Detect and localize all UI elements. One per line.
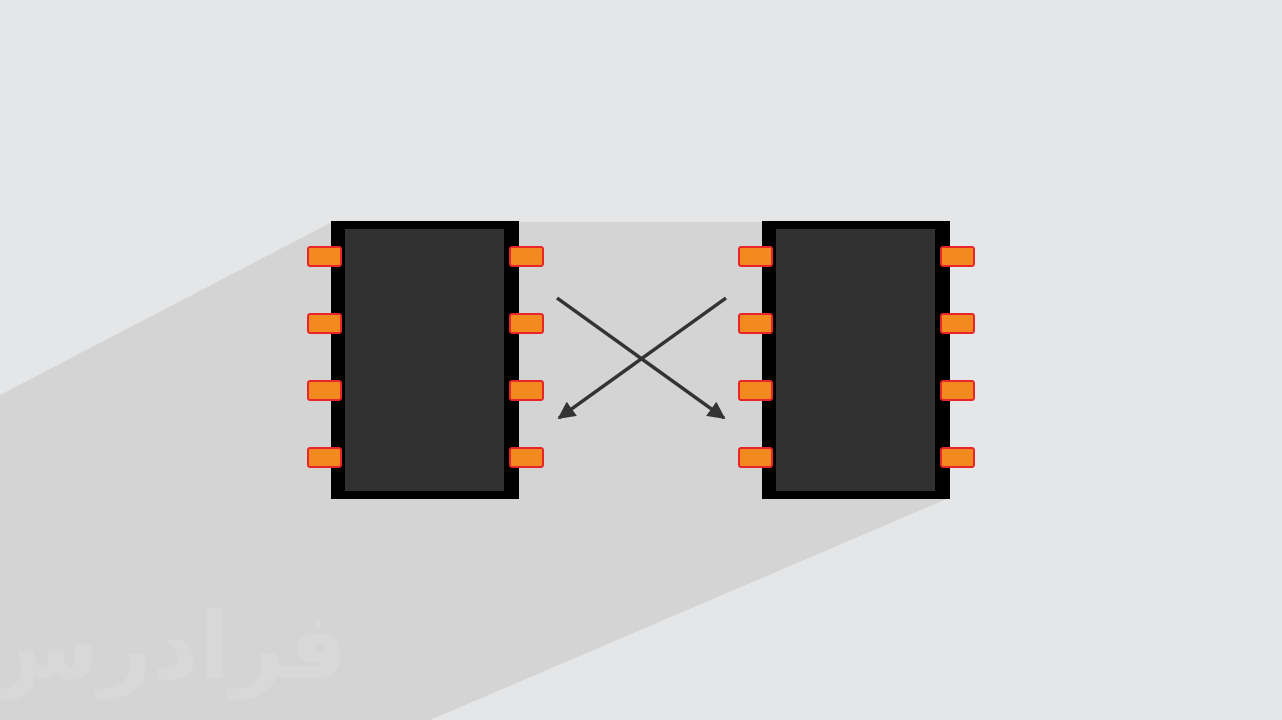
chip-right-pin-right-3 xyxy=(940,380,975,401)
chip-right-pin-right-1 xyxy=(940,246,975,267)
chip-right-pin-left-2 xyxy=(738,313,773,334)
chip-right-pin-right-2 xyxy=(940,313,975,334)
chip-right-pins xyxy=(738,246,975,468)
chip-left-pin-left-1 xyxy=(307,246,342,267)
chip-left-pin-right-3 xyxy=(509,380,544,401)
chip-right-pin-left-1 xyxy=(738,246,773,267)
chip-right-pin-left-4 xyxy=(738,447,773,468)
chip-left-pin-left-4 xyxy=(307,447,342,468)
chip-right-body xyxy=(776,229,935,491)
chip-right-pin-right-4 xyxy=(940,447,975,468)
chip-left-pin-right-1 xyxy=(509,246,544,267)
arrow-to-left-chip xyxy=(557,296,728,420)
chip-left-pin-right-2 xyxy=(509,313,544,334)
chip-left-body xyxy=(345,229,504,491)
chip-left-pins xyxy=(307,246,544,468)
chip-right-pin-left-3 xyxy=(738,380,773,401)
watermark-logo: فرادرس xyxy=(0,593,348,701)
chip-left xyxy=(307,221,544,499)
chip-left-pin-left-3 xyxy=(307,380,342,401)
chip-left-pin-right-4 xyxy=(509,447,544,468)
chip-left-pin-left-2 xyxy=(307,313,342,334)
chip-right xyxy=(738,221,975,499)
